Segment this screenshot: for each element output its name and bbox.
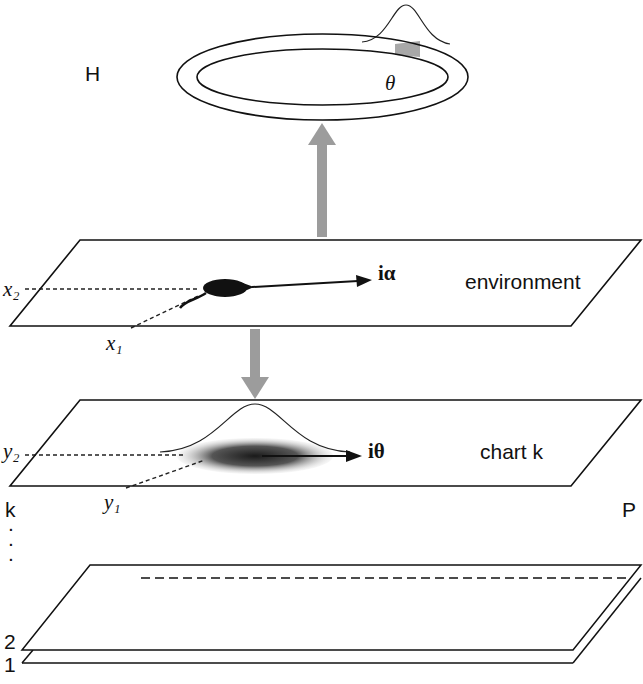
plane-name: chart k — [480, 440, 543, 463]
coordinate-label: y₁ — [104, 491, 121, 514]
set-label: P — [622, 498, 636, 521]
ring-name: H — [85, 62, 100, 85]
gaussian-curve — [160, 404, 350, 452]
chart-index: 1 — [4, 653, 16, 676]
heading-arrow — [262, 455, 348, 457]
chart-plane — [22, 662, 573, 664]
chart-plane: chart k — [10, 400, 641, 486]
chart-index: 2 — [4, 630, 16, 653]
chart-plane — [22, 565, 641, 650]
coordinate-label: x₂ — [3, 278, 20, 301]
projection-arrow — [241, 329, 269, 399]
arrow-head — [346, 450, 362, 462]
projection-arrow — [308, 123, 336, 237]
angle-symbol: θ — [385, 72, 395, 95]
chart-plane — [22, 650, 33, 663]
arrow-head — [356, 275, 372, 287]
environment-plane: environment — [10, 240, 641, 326]
rat-head — [240, 282, 254, 293]
coordinate-line — [25, 288, 200, 289]
vector-label: iθ — [368, 440, 385, 463]
hidden-edge — [141, 577, 630, 578]
activity-bump — [362, 5, 450, 44]
plane-outline — [10, 400, 641, 486]
coordinate-line — [25, 454, 185, 455]
rat-tail — [180, 293, 206, 308]
coordinate-label: y₂ — [3, 440, 20, 463]
heading-arrow — [252, 281, 358, 287]
ellipsis-dot: . — [8, 542, 14, 565]
coordinate-line — [126, 460, 205, 488]
head-direction-ring: Hθ — [175, 32, 470, 122]
plane-name: environment — [465, 270, 581, 293]
coordinate-label: x₁ — [106, 332, 123, 355]
ring-outline — [175, 32, 470, 122]
vector-label: iα — [378, 262, 396, 285]
